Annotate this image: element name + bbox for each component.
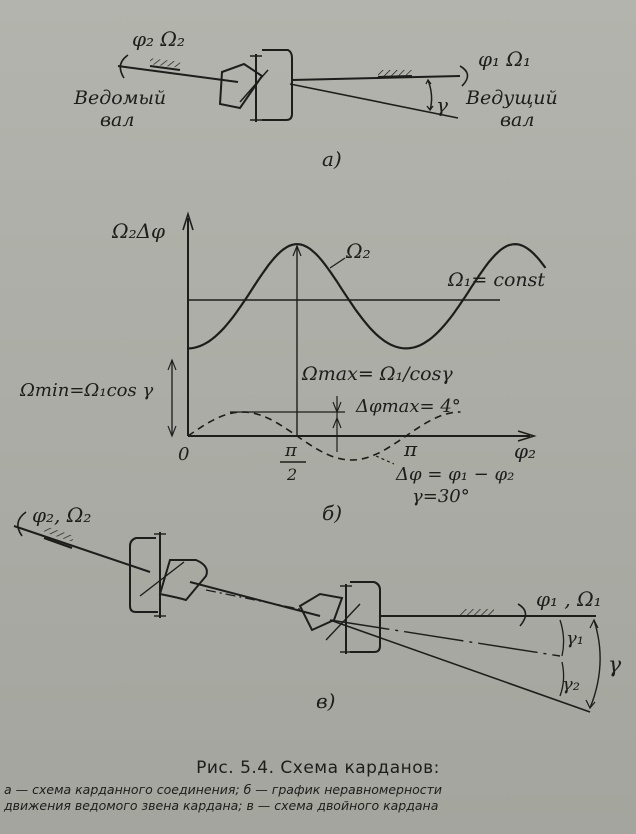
driven-shaft: [117, 65, 239, 83]
chart-axes: [167, 211, 537, 465]
gamma1-line: [329, 619, 561, 657]
caption-line-2: движения ведомого звена кардана; в — схе…: [4, 798, 439, 813]
chart-omega-min-label: Ωmin=Ω₁cos γ: [19, 380, 153, 401]
series-omega2: [187, 242, 547, 350]
chart-y-label: Ω₂Δφ: [111, 219, 165, 243]
yoke-left-c: [129, 537, 158, 613]
chart-dphi-max-label: Δφmax= 4°: [355, 396, 461, 417]
fig-c-gamma2: γ₂: [562, 674, 580, 695]
rotation-arrow-driver-c: [517, 603, 527, 627]
chart-dphi-eq-label: Δφ = φ₁ − φ₂: [395, 464, 514, 485]
fig-a-driven-name1: Ведомый: [73, 87, 166, 109]
fig-a-driver-symbol: φ₁ Ω₁: [478, 47, 531, 71]
gamma-arrow-a: [427, 79, 433, 111]
fig-a-gamma: γ: [436, 93, 448, 117]
bearing-driven: [149, 65, 181, 71]
gamma1-arc: [559, 619, 565, 657]
caption-line-1: а — схема карданного соединения; б — гра…: [4, 782, 443, 797]
fig-c-driver-symbol: φ₁ , Ω₁: [536, 587, 602, 611]
fig-a-driven-name2: вал: [100, 109, 134, 131]
fig-c-label: в): [316, 689, 335, 713]
rotation-arrow-driver: [459, 65, 469, 87]
driver-shaft: [291, 75, 461, 81]
chart-x-label: φ₂: [514, 439, 536, 463]
rotation-arrow-driven: [119, 54, 129, 79]
fig-c-gamma1: γ₁: [566, 628, 584, 649]
chart-omega-max-label: Ωmax= Ω₁/cosγ: [301, 363, 453, 385]
yoke-driver: [262, 49, 293, 121]
bearing-driver: [377, 75, 413, 78]
figure-c-schematic: [13, 511, 601, 713]
chart-tick-pi: π: [403, 437, 418, 461]
chart-omega1-label: Ω₁= const: [447, 269, 545, 291]
fig-a-driver-name2: вал: [500, 109, 534, 131]
yoke-driven: [218, 62, 264, 110]
fig-b-label: б): [322, 501, 342, 525]
chart-gamma-eq-label: γ=30°: [412, 486, 470, 507]
chart-tick-pi2-num: π: [284, 440, 298, 461]
axis-ext-1: [205, 589, 305, 611]
chart-omega2-label: Ω₂: [345, 239, 371, 263]
yoke-right-c: [350, 581, 381, 653]
fig-a-driven-symbol: φ₂ Ω₂: [132, 27, 185, 51]
cross-left-c: [158, 559, 208, 602]
driven-shaft-c: [13, 525, 151, 573]
series-delta-phi: [187, 411, 461, 461]
fig-a-label: а): [322, 147, 342, 171]
gamma-total-line: [329, 619, 591, 713]
chart-series: [187, 242, 547, 461]
gamma-arc: [589, 619, 601, 709]
fig-c-gamma: γ: [608, 653, 622, 678]
fig-c-driven-symbol: φ₂, Ω₂: [32, 503, 91, 527]
rotation-arrow-driven-c: [17, 511, 27, 537]
caption-title: Рис. 5.4. Схема карданов:: [196, 758, 440, 778]
chart-tick-pi2-den: 2: [286, 465, 297, 484]
intermediate-shaft: [189, 581, 321, 617]
chart-tick-0: 0: [178, 444, 189, 465]
cross-right-c: [298, 592, 344, 632]
gamma2-arc: [559, 661, 565, 697]
tilted-axis: [289, 83, 459, 119]
fig-a-driver-name1: Ведущий: [465, 87, 558, 109]
figure-a-schematic: [117, 49, 469, 122]
